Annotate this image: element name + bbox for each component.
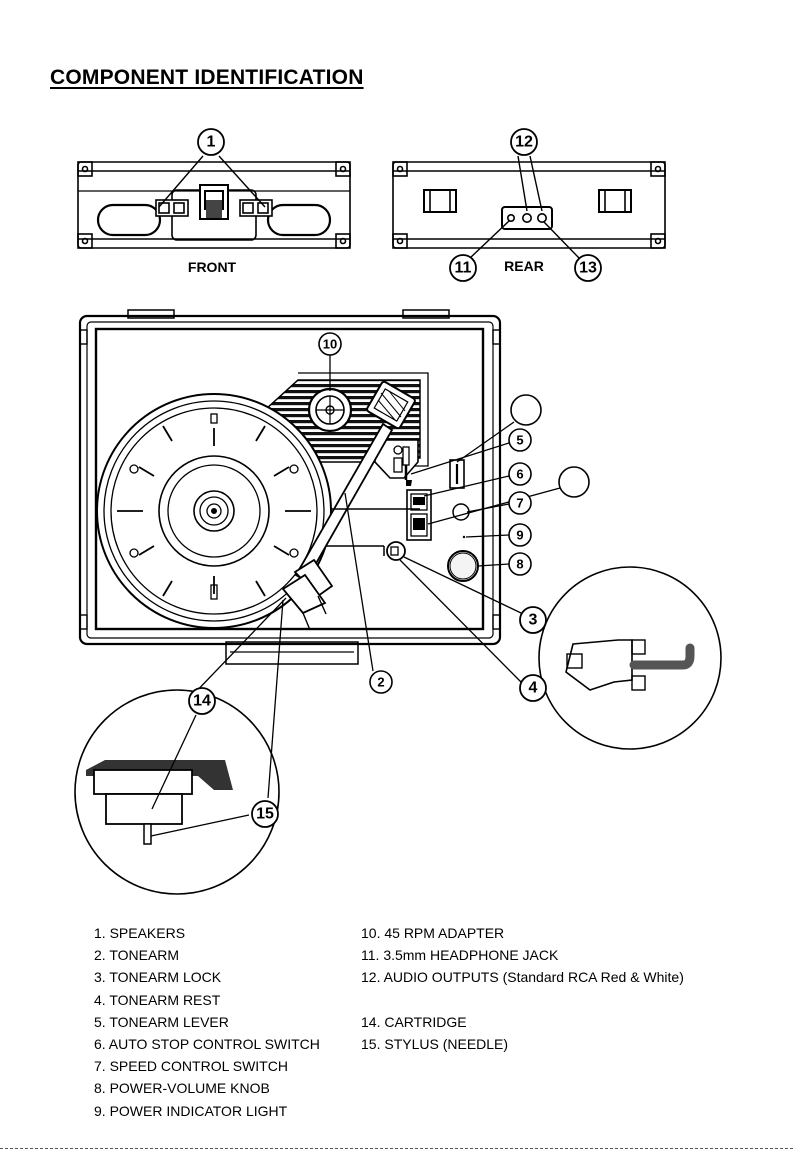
rear-caption: REAR — [504, 258, 544, 274]
legend-item: 6. AUTO STOP CONTROL SWITCH — [94, 1035, 320, 1052]
callout-5: 5 — [508, 428, 532, 452]
turntable-top-view — [78, 309, 502, 665]
rear-view — [392, 161, 666, 249]
legend-item: 9. POWER INDICATOR LIGHT — [94, 1102, 288, 1119]
svg-text:4: 4 — [529, 680, 538, 697]
rca-output-right — [536, 213, 547, 224]
svg-text:7: 7 — [516, 496, 523, 511]
svg-text:3: 3 — [529, 612, 538, 629]
callout-blank-a — [510, 394, 542, 426]
svg-text:5: 5 — [516, 433, 523, 448]
callout-7: 7 — [508, 491, 532, 515]
svg-text:13: 13 — [579, 260, 597, 277]
legend-item: 7. SPEED CONTROL SWITCH — [94, 1058, 288, 1075]
legend-item: 2. TONEARM — [94, 947, 180, 964]
rca-output-left — [521, 213, 532, 224]
callout-11: 11 — [449, 254, 477, 282]
svg-text:10: 10 — [323, 337, 337, 352]
svg-text:12: 12 — [515, 134, 533, 151]
svg-text:9: 9 — [516, 528, 523, 543]
svg-text:8: 8 — [516, 557, 523, 572]
legend-item: 14. CARTRIDGE — [361, 1013, 467, 1030]
callout-4: 4 — [519, 674, 547, 702]
cartridge-detail — [74, 597, 287, 895]
stylus-needle — [143, 823, 152, 845]
legend-item: 8. POWER-VOLUME KNOB — [94, 1080, 270, 1097]
callout-15: 15 — [251, 800, 279, 828]
legend-item: 3. TONEARM LOCK — [94, 969, 222, 986]
legend-item: 15. STYLUS (NEEDLE) — [361, 1035, 509, 1052]
legend-right: 10. 45 RPM ADAPTER 11. 3.5mm HEADPHONE J… — [361, 922, 684, 1055]
page-title: COMPONENT IDENTIFICATION — [50, 66, 364, 89]
svg-text:6: 6 — [516, 467, 523, 482]
callout-12: 12 — [510, 128, 538, 156]
legend-item: 4. TONEARM REST — [94, 991, 221, 1008]
front-speaker-left — [96, 203, 162, 237]
svg-text:2: 2 — [377, 675, 384, 690]
legend-item: 10. 45 RPM ADAPTER — [361, 925, 505, 941]
tonearm-lock-hook — [629, 643, 695, 670]
callout-8: 8 — [508, 552, 532, 576]
callout-blank-b — [558, 466, 590, 498]
callout-6: 6 — [508, 462, 532, 486]
tonearm-rest-detail — [538, 566, 722, 750]
svg-text:11: 11 — [455, 260, 472, 277]
front-caption: FRONT — [188, 259, 237, 275]
legend-item: 11. 3.5mm HEADPHONE JACK — [361, 947, 559, 964]
legend-item: 12. AUDIO OUTPUTS (Standard RCA Red & Wh… — [361, 969, 684, 986]
legend-item: 5. TONEARM LEVER — [94, 1013, 229, 1030]
svg-text:15: 15 — [256, 806, 274, 823]
callout-13: 13 — [574, 254, 602, 282]
svg-text:14: 14 — [193, 693, 211, 710]
callouts: 1 12 11 13 10 5 6 7 9 8 3 4 2 14 15 — [188, 128, 602, 828]
callout-10: 10 — [318, 332, 342, 356]
callout-3: 3 — [519, 606, 547, 634]
page-bottom-rule — [0, 1148, 793, 1149]
callout-2: 2 — [369, 670, 393, 694]
front-speaker-right — [266, 203, 332, 237]
front-view — [77, 161, 351, 249]
callout-9: 9 — [508, 523, 532, 547]
headphone-jack — [506, 214, 515, 223]
callout-14: 14 — [188, 687, 216, 715]
legend-left: 1. SPEAKERS 2. TONEARM 3. TONEARM LOCK 4… — [94, 922, 320, 1122]
callout-1: 1 — [197, 128, 225, 156]
legend-spacer — [361, 989, 684, 1011]
legend-item: 1. SPEAKERS — [94, 925, 186, 941]
svg-text:1: 1 — [207, 134, 216, 151]
